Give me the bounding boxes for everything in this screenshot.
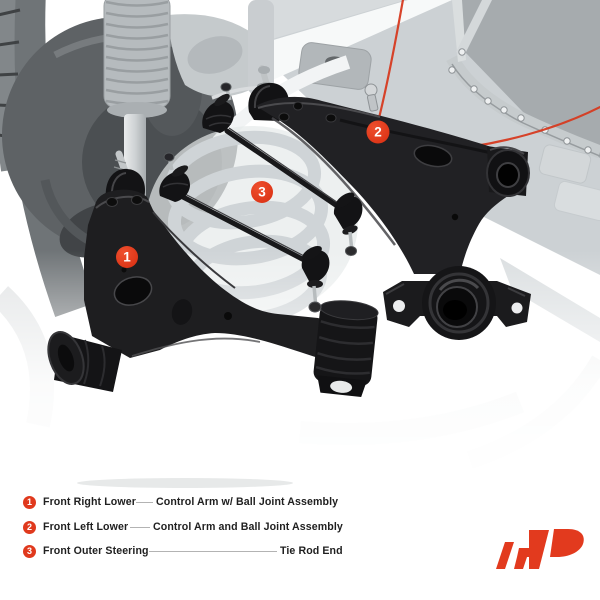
- arm1-left-bushing: [47, 331, 122, 392]
- arm-body: [84, 189, 360, 370]
- brand-logo: [496, 529, 584, 569]
- marker-1: 1: [116, 246, 138, 268]
- bracket-bolt-hole: [393, 300, 405, 312]
- bellows-ridges: [105, 0, 169, 106]
- ground-shadow: [77, 478, 293, 488]
- arm2-bracket-bushing: [383, 266, 531, 340]
- link-lower: [159, 152, 330, 313]
- marker-3-number: 3: [258, 185, 266, 200]
- bracket-bolt-hole: [511, 302, 523, 314]
- arm-oval-hole: [414, 145, 452, 167]
- arm2-right-bushing: [486, 146, 530, 197]
- tie-rod-links-item3: [159, 82, 363, 313]
- arm-oval-hole: [114, 276, 152, 306]
- marker-3: 3: [251, 181, 273, 203]
- bushing-bracket-hole: [330, 380, 353, 393]
- control-arm-front-right-item1: [47, 150, 379, 397]
- arm-body: [256, 96, 521, 274]
- marker-2-number: 2: [374, 125, 382, 140]
- link-upper: [202, 82, 363, 256]
- control-arm-front-left-item2: [248, 65, 531, 340]
- bolt-dots: [448, 48, 592, 154]
- arm1-right-bushing: [313, 300, 379, 397]
- marker-2: 2: [366, 120, 390, 144]
- marker-1-number: 1: [123, 250, 131, 265]
